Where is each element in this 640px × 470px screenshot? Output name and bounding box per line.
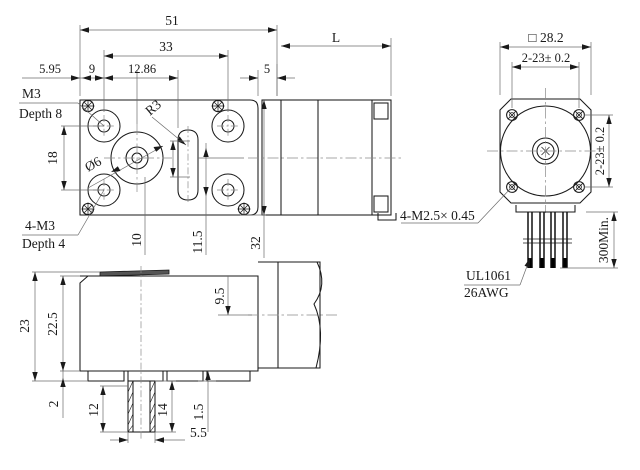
screw-top-left [81,99,95,113]
dim-label-2-23-h: 2-23± 0.2 [522,51,571,65]
note-label-4-m2-5: 4-M2.5× 0.45 [400,208,475,223]
dim-5: 5 [240,62,295,96]
note-label-4m3: 4-M3 [25,218,55,233]
dim-label-28-2: □ 28.2 [528,30,563,45]
dim-label-dia6: Ø6 [82,153,104,174]
dim-1-5: 1.5 [191,371,216,432]
dim-label-33: 33 [159,39,173,54]
screw-top-right [211,99,225,113]
dim-32: 32 [240,100,267,258]
motor-body-side [248,261,338,369]
note-label-m3: M3 [22,86,41,101]
dim-2: 2 [46,371,66,418]
dim-label-L: L [332,30,340,45]
wire-exit-block [515,205,576,213]
screw-bottom-left [81,202,95,216]
screw-bottom-right [237,202,251,216]
note-label-depth4: Depth 4 [22,236,65,251]
dim-10: 10 [129,140,190,255]
dim-28-2: □ 28.2 [499,30,592,95]
note-m3-depth8: M3 Depth 8 [19,86,105,127]
output-shaft-side [127,266,156,440]
view-gearbox-side: 23 22.5 2 12 [17,261,338,443]
note-4m3-depth4: 4-M3 Depth 4 [22,189,105,251]
note-wire-spec: UL1061 26AWG [464,257,531,300]
dim-label-9-5: 9.5 [212,287,227,304]
dim-label-18: 18 [45,151,60,165]
dim-label-14: 14 [155,403,170,417]
dim-label-2: 2 [46,401,61,408]
dim-label-12: 12 [86,403,101,417]
output-shaft [104,124,172,192]
gearbox-side-outline [79,275,259,372]
dim-9-5: 9.5 [212,276,252,316]
dim-14: 14 [155,380,176,433]
dim-18: 18 [45,125,104,191]
dim-2-23-h: 2-23± 0.2 [511,51,580,108]
dim-51: 51 [79,13,278,96]
motor-hole-tl [506,109,518,121]
motor-lead-wires [523,212,572,268]
dim-label-23: 23 [17,319,32,333]
dim-label-300-min: 300Min. [596,217,611,263]
note-label-ul1061: UL1061 [466,268,511,283]
dim-5-5: 5.5 [110,425,207,443]
gearbox-corner-screws [81,99,251,216]
note-label-26awg: 26AWG [464,285,509,300]
dim-label-51: 51 [165,13,179,28]
dim-12-86: 12.86 [104,62,179,128]
dim-label-12-86: 12.86 [128,62,156,76]
dim-label-11-5: 11.5 [190,230,205,253]
gearbox-top-plate [99,269,170,277]
dim-label-1-5: 1.5 [191,403,206,420]
motor-hole-br [573,181,585,193]
dim-dia6: Ø6 [82,145,164,189]
gearbox-base-feet [87,371,251,382]
dim-label-5-5: 5.5 [190,425,207,440]
boss-bottom-right [211,173,245,207]
shaft-hatching [127,380,156,433]
motor-body [248,99,404,221]
dim-r3: R3 [142,97,187,146]
gearbox-body-outline [79,99,259,216]
dim-label-32: 32 [248,236,263,250]
dim-33: 33 [103,39,229,112]
dim-23: 23 [17,271,100,382]
dim-label-10: 10 [129,233,144,247]
dim-300-min: 300Min. [560,211,618,269]
dim-9: 9 [82,62,104,81]
dim-L: L [281,30,392,96]
dim-22-5: 22.5 [45,275,80,372]
dim-label-9: 9 [89,62,95,76]
boss-top-right [211,109,245,143]
gearbox-slot [177,126,199,204]
dim-label-5: 5 [264,62,270,76]
note-4-m2-5: 4-M2.5× 0.45 [400,186,513,224]
dim-2-23-v: 2-23± 0.2 [584,114,613,188]
view-gearbox-front: 51 33 5.95 9 [19,13,404,258]
dim-label-2-23-v: 2-23± 0.2 [593,127,607,176]
view-motor-face: □ 28.2 2-23± 0.2 2-23± 0.2 4-M2.5× 0.45 [400,30,618,300]
dim-5-95: 5.95 [22,62,82,81]
dim-11-5: 11.5 [190,143,244,255]
motor-hole-tr [573,109,585,121]
note-label-depth8: Depth 8 [19,106,62,121]
dim-label-5-95: 5.95 [39,62,61,76]
dim-label-22-5: 22.5 [45,312,60,336]
dim-12: 12 [86,385,128,433]
